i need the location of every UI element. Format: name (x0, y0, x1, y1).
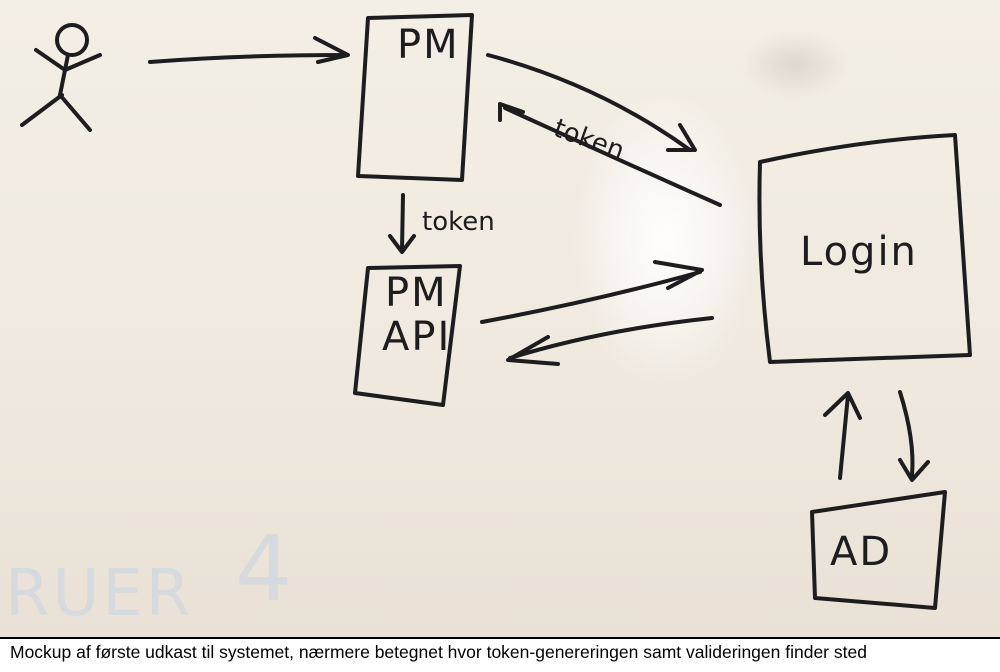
pm-label-line1: PM (397, 22, 460, 68)
figure-caption: Mockup af første udkast til systemet, næ… (10, 642, 867, 662)
arrow-login-to-ad (898, 390, 930, 482)
token-label-pm-api: token (422, 207, 495, 237)
arrow-login-to-pm (498, 102, 722, 207)
login-box (757, 133, 972, 364)
arrow-ad-to-login (823, 391, 862, 480)
ad-label: AD (830, 529, 892, 575)
arrow-api-to-login (480, 260, 704, 324)
ad-box (810, 490, 947, 610)
marker-smudge (740, 30, 850, 100)
arrow-pm-to-api (388, 193, 416, 254)
pm-box (356, 13, 474, 182)
whiteboard: RUER 4 PM token PM API (0, 0, 1000, 637)
ghost-number: 4 (235, 517, 295, 622)
arrow-login-to-api (506, 316, 714, 366)
pm-api-box (353, 264, 462, 407)
caption-bar: Mockup af første udkast til systemet, næ… (0, 637, 1000, 672)
light-glare (570, 90, 760, 390)
arrow-user-to-pm (148, 36, 350, 64)
login-label: Login (800, 229, 918, 275)
arrow-pm-to-login (486, 53, 697, 152)
pm-api-label-line2: API (382, 314, 451, 360)
diagram-canvas: RUER 4 PM token PM API (5, 13, 972, 631)
pm-api-label-line1: PM (385, 270, 448, 316)
token-label-login-pm: token (550, 113, 629, 166)
user-stick-figure (20, 23, 102, 132)
ghost-text: RUER (5, 557, 193, 631)
